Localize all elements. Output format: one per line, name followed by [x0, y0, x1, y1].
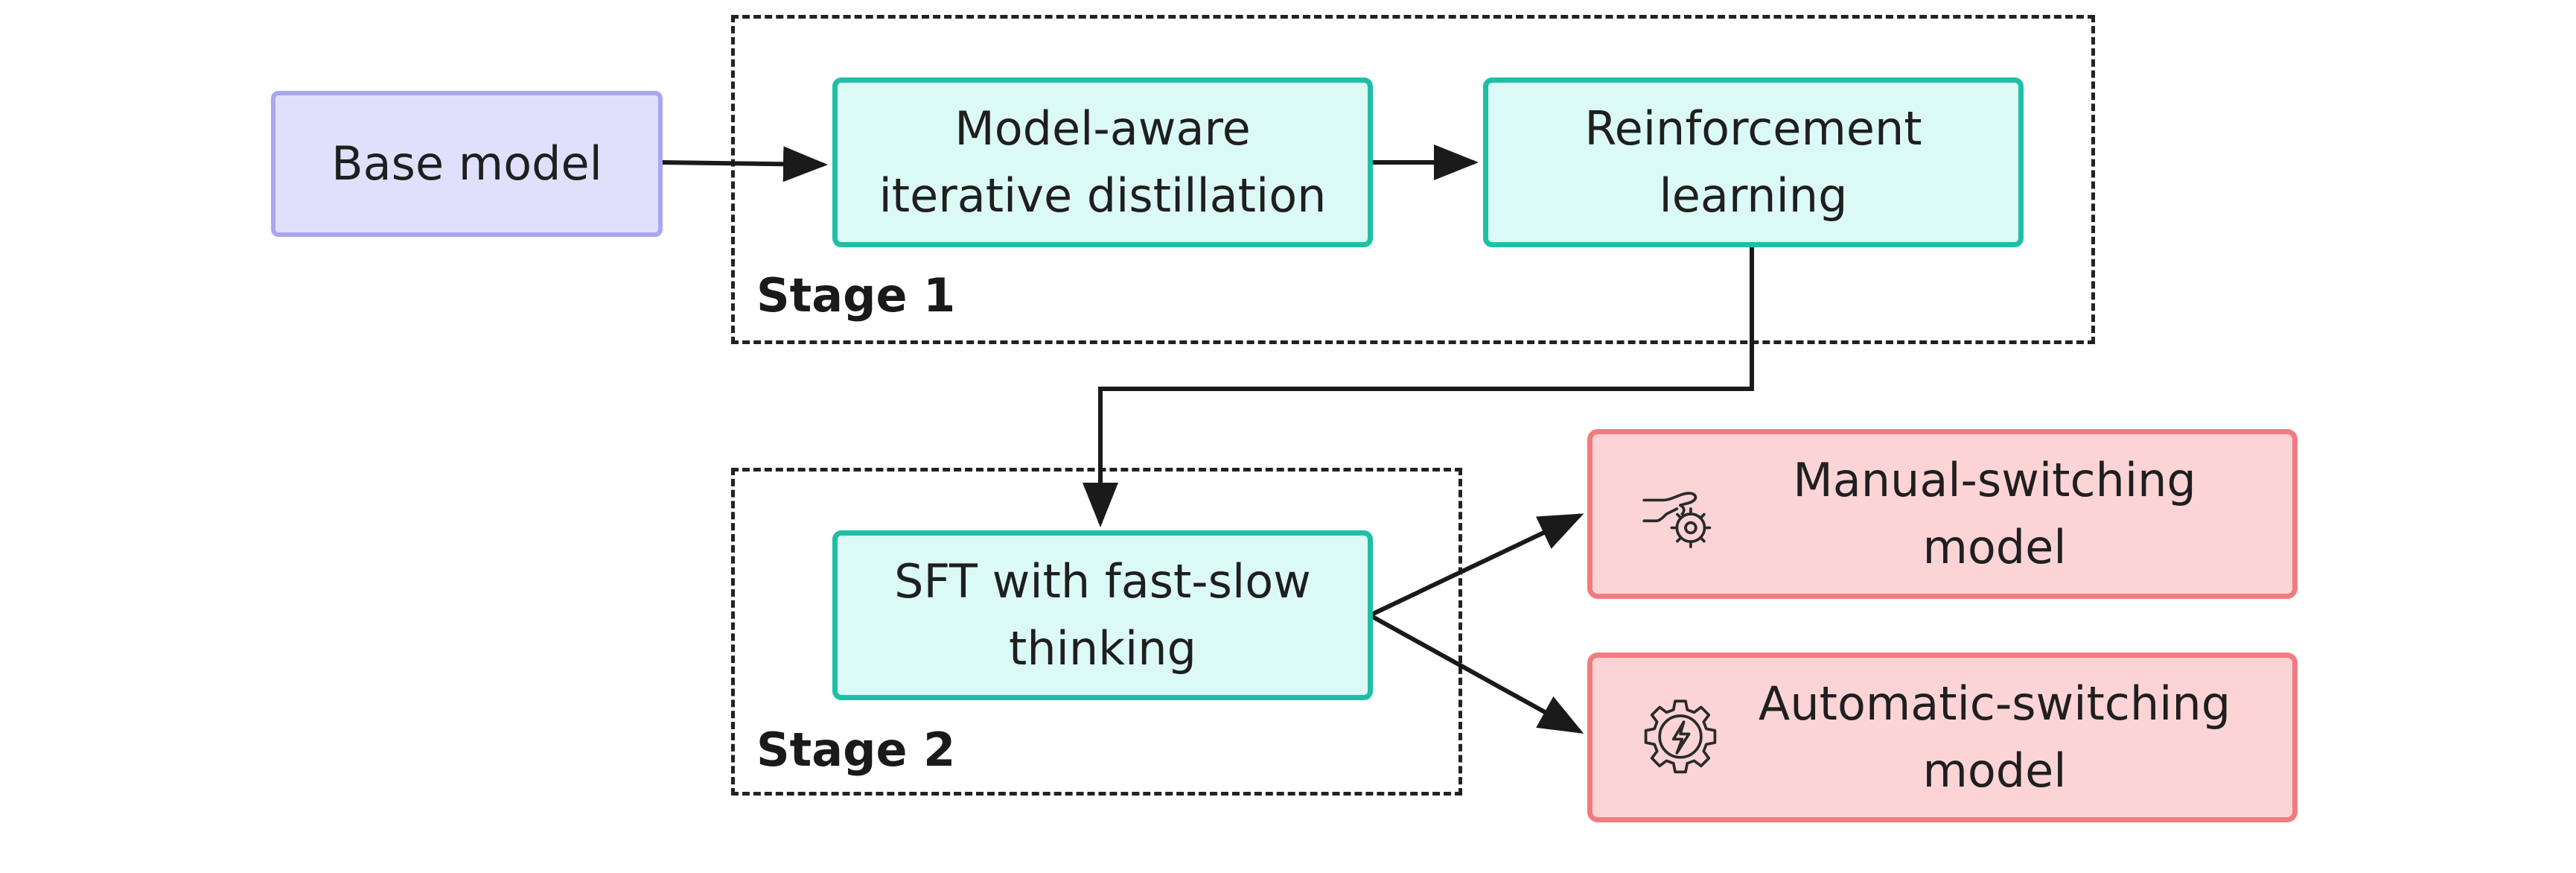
stage-1-label: Stage 1 [756, 268, 956, 323]
arrow-sft-to-automatic [1368, 613, 1584, 734]
sft-label: SFT with fast-slow thinking [894, 554, 1311, 676]
arrow-rl-to-sft [1083, 246, 1754, 527]
stage-2-label: Stage 2 [756, 723, 956, 777]
automatic-switching-label: Automatic-switching model [1758, 676, 2231, 798]
stage-2-container [731, 468, 1462, 796]
automatic-switching-model-node: Automatic-switching model [1587, 653, 2298, 822]
distillation-node: Model-aware iterative distillation [832, 77, 1373, 247]
reinforcement-learning-label: Reinforcement learning [1584, 101, 1922, 223]
hand-gear-icon [1642, 492, 1712, 548]
base-model-node: Base model [271, 91, 663, 237]
gear-bolt-icon [1644, 699, 1717, 774]
arrow-base-to-distillation [660, 146, 828, 182]
manual-switching-label: Manual-switching model [1793, 453, 2196, 574]
base-model-label: Base model [331, 136, 602, 191]
arrow-sft-to-manual [1368, 513, 1584, 618]
distillation-label: Model-aware iterative distillation [879, 101, 1327, 223]
sft-node: SFT with fast-slow thinking [832, 530, 1373, 700]
reinforcement-learning-node: Reinforcement learning [1483, 77, 2024, 247]
manual-switching-model-node: Manual-switching model [1587, 429, 2298, 599]
stage-1-container [731, 15, 2095, 344]
